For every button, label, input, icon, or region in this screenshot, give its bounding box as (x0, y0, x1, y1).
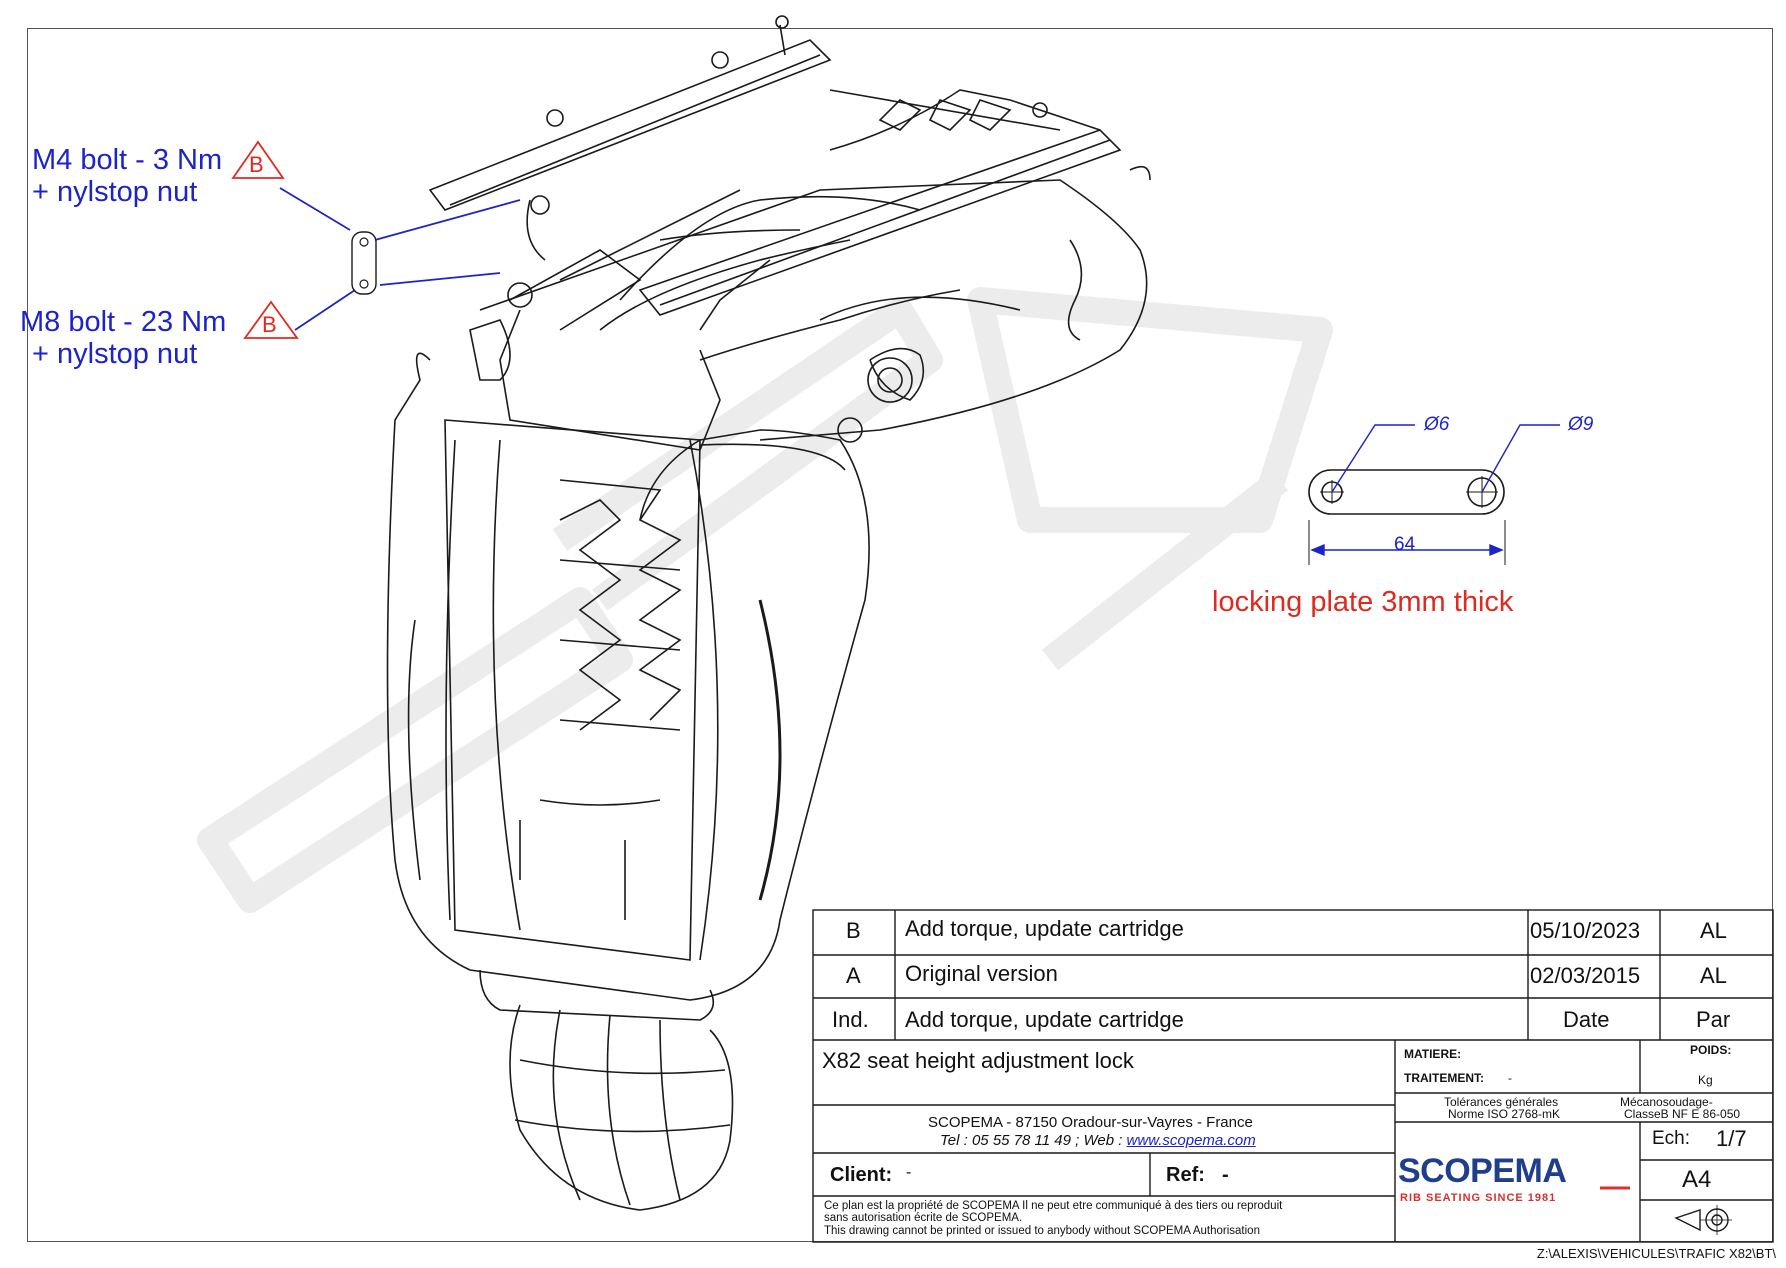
m8-bolt-label: M8 bolt - 23 Nm (20, 306, 227, 338)
notice-line2: sans autorisation écrite de SCOPEMA. (824, 1212, 1023, 1224)
tolerances-line2: Norme ISO 2768-mK (1448, 1107, 1561, 1121)
revision-triangle-1: B (231, 140, 285, 179)
scopema-logo: SCOPEMA (1398, 1152, 1567, 1190)
plate-dimensions (1310, 424, 1560, 557)
svg-text:B: B (249, 152, 264, 177)
tel-value: 05 55 78 11 49 (971, 1132, 1071, 1149)
watermark-rib-logo (197, 287, 1333, 913)
m8-nut-label: + nylstop nut (32, 338, 198, 370)
rev-b-ind: B (846, 918, 861, 943)
meca-line1: Mécanosoudage- (1620, 1095, 1713, 1109)
ech-label: Ech: (1652, 1128, 1691, 1149)
ech-value: 1/7 (1716, 1126, 1747, 1151)
dia-small-label: Ø6 (1424, 414, 1450, 435)
m4-bolt-label: M4 bolt - 3 Nm (32, 144, 223, 176)
rev-header-par: Par (1696, 1007, 1731, 1032)
m4-bolt-callout: M4 bolt - 3 Nm + nylstop nut (32, 144, 222, 208)
file-path: Z:\ALEXIS\VEHICULES\TRAFIC X82\BT\ (1536, 1246, 1776, 1261)
poids-label: POIDS: (1690, 1043, 1732, 1057)
svg-text:B: B (262, 312, 277, 337)
m8-bolt-callout: M8 bolt - 23 Nm + nylstop nut (20, 306, 226, 370)
projection-symbol-icon (1674, 1205, 1732, 1235)
company-contact: Tel : 05 55 78 11 49 ; Web : www.scopema… (940, 1132, 1256, 1149)
rev-a-date: 02/03/2015 (1530, 963, 1641, 988)
tel-label: Tel : (940, 1132, 968, 1149)
rev-a-ind: A (846, 963, 861, 988)
rev-b-date: 05/10/2023 (1530, 918, 1641, 943)
notice-line1: Ce plan est la propriété de SCOPEMA Il n… (824, 1200, 1283, 1212)
revision-triangle-2: B (243, 300, 299, 339)
traitement-value: - (1508, 1071, 1512, 1085)
web-link[interactable]: www.scopema.com (1126, 1132, 1256, 1149)
web-label: ; Web : (1075, 1132, 1123, 1149)
meca-line2: ClasseB NF E 86-050 (1624, 1107, 1741, 1121)
client-value: - (906, 1164, 912, 1181)
plate-caption: locking plate 3mm thick (1212, 586, 1514, 618)
tolerances-line1: Tolérances générales (1444, 1095, 1559, 1109)
drawing-title: X82 seat height adjustment lock (822, 1048, 1134, 1073)
seat-frame (428, 15, 1151, 451)
seat-cushion (386, 352, 870, 1211)
rev-header-desc: Add torque, update cartridge (905, 1007, 1184, 1032)
poids-unit: Kg (1698, 1073, 1713, 1087)
ref-label: Ref: (1166, 1164, 1205, 1186)
m4-nut-label: + nylstop nut (32, 176, 198, 208)
callout-leaders (279, 187, 521, 331)
matiere-label: MATIERE: (1404, 1047, 1462, 1061)
rev-a-desc: Original version (905, 961, 1058, 986)
company-address: SCOPEMA - 87150 Oradour-sur-Vayres - Fra… (928, 1114, 1253, 1131)
traitement-label: TRAITEMENT: (1404, 1071, 1484, 1085)
notice-line3: This drawing cannot be printed or issued… (824, 1225, 1260, 1237)
length-label: 64 (1394, 534, 1416, 555)
rev-header-date: Date (1563, 1007, 1610, 1032)
rev-b-par: AL (1700, 918, 1727, 943)
rev-b-desc: Add torque, update cartridge (905, 916, 1184, 941)
dia-large-label: Ø9 (1568, 414, 1594, 435)
rev-a-par: AL (1700, 963, 1727, 988)
format-value: A4 (1682, 1166, 1712, 1193)
title-block-grid (812, 909, 1774, 1243)
ref-value: - (1222, 1164, 1229, 1186)
scopema-logo-tagline: RIB SEATING SINCE 1981 (1400, 1192, 1557, 1204)
client-label: Client: (830, 1164, 893, 1186)
rev-header-ind: Ind. (832, 1007, 869, 1032)
